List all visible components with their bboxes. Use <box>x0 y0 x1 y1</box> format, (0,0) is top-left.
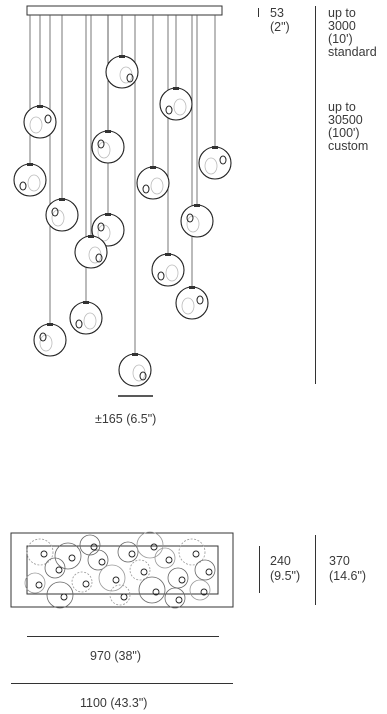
plan-pendant-opening <box>152 588 160 596</box>
plan-pendant-circle <box>79 534 101 556</box>
plan-pendant-opening <box>90 543 98 551</box>
plan-pendant-circle <box>44 557 66 579</box>
plan-pendant-circle <box>138 576 166 604</box>
plan-pendant-opening <box>128 550 136 558</box>
outer-length-label: 1100 (43.3") <box>80 696 148 710</box>
pendant-bulb <box>136 166 170 200</box>
pendant-bulb <box>91 213 125 247</box>
plan-pendant-opening <box>165 556 173 564</box>
plan-pendant-circle <box>194 559 216 581</box>
plan-pendant-circle <box>189 579 211 601</box>
plan-pendant-opening <box>200 588 208 596</box>
pendant-bulb <box>45 198 79 232</box>
pendant-bulb <box>151 253 185 287</box>
inner-depth-label: 240 <box>270 554 291 568</box>
plan-pendant-opening <box>112 576 120 584</box>
plan-pendant-circle <box>54 542 82 570</box>
inner-depth-inch-label: (9.5") <box>270 569 301 583</box>
plan-pendant-opening <box>35 581 43 589</box>
plan-pendant-circle <box>117 541 139 563</box>
plan-pendant-circle <box>87 549 109 571</box>
plan-pendant-circle <box>46 581 74 609</box>
plan-pendant-opening <box>150 543 158 551</box>
plan-pendant-opening <box>120 593 128 601</box>
plan-pendant-circle <box>136 531 164 559</box>
elevation-drawing <box>13 5 232 397</box>
outer-depth-label: 370 <box>329 554 350 568</box>
plan-outer-rect <box>10 532 234 608</box>
inner-length-line <box>27 636 219 637</box>
drop-standard-label: up to 3000 (10') standard <box>328 6 377 59</box>
canopy <box>26 5 223 16</box>
pendant-bulb <box>175 286 209 320</box>
plan-pendant-circle <box>98 564 126 592</box>
plan-pendant-opening <box>82 580 90 588</box>
plan-pendant-opening <box>178 576 186 584</box>
plan-pendant-opening <box>192 550 200 558</box>
plan-pendant-opening <box>98 558 106 566</box>
plan-pendant-circle <box>26 538 54 566</box>
plan-pendant-circle <box>178 538 206 566</box>
canopy-height-label: 53 <box>270 6 284 20</box>
plan-inner-rect <box>26 545 219 595</box>
canopy-height-inch-label: (2") <box>270 20 290 34</box>
outer-length-line <box>11 683 233 684</box>
plan-pendant-circle <box>71 571 93 593</box>
plan-pendant-circle <box>164 587 186 609</box>
pendant-bulb <box>74 235 108 269</box>
plan-pendant-opening <box>140 568 148 576</box>
pendant-bulb <box>13 163 47 197</box>
pendant-bulb <box>91 130 125 164</box>
pendant-diameter-label: ±165 (6.5") <box>95 412 157 426</box>
pendant-bulb <box>118 353 152 387</box>
drop-length-marker <box>315 6 316 384</box>
pendant-bulb <box>23 105 57 139</box>
pendant-bulb <box>69 301 103 335</box>
pendant-bulb <box>180 204 214 238</box>
inner-length-label: 970 (38") <box>90 649 141 663</box>
plan-pendant-opening <box>205 568 213 576</box>
plan-pendant-opening <box>175 596 183 604</box>
canopy-height-marker <box>258 8 259 17</box>
inner-depth-marker <box>259 546 260 593</box>
plan-pendant-opening <box>55 566 63 574</box>
plan-pendant-circle <box>24 572 46 594</box>
plan-pendant-circle <box>129 559 151 581</box>
plan-pendant-circle <box>154 547 176 569</box>
pendant-bulb <box>105 55 139 89</box>
plan-pendant-opening <box>68 554 76 562</box>
pendant-bulb <box>159 87 193 121</box>
plan-pendant-opening <box>60 593 68 601</box>
pendant-bulb <box>33 323 67 357</box>
drop-custom-label: up to 30500 (100') custom <box>328 100 369 153</box>
plan-pendant-circle <box>167 567 189 589</box>
outer-depth-marker <box>315 535 316 605</box>
plan-pendant-circle <box>109 584 131 606</box>
pendant-bulb <box>198 146 232 180</box>
plan-pendant-opening <box>40 550 48 558</box>
outer-depth-inch-label: (14.6") <box>329 569 367 583</box>
